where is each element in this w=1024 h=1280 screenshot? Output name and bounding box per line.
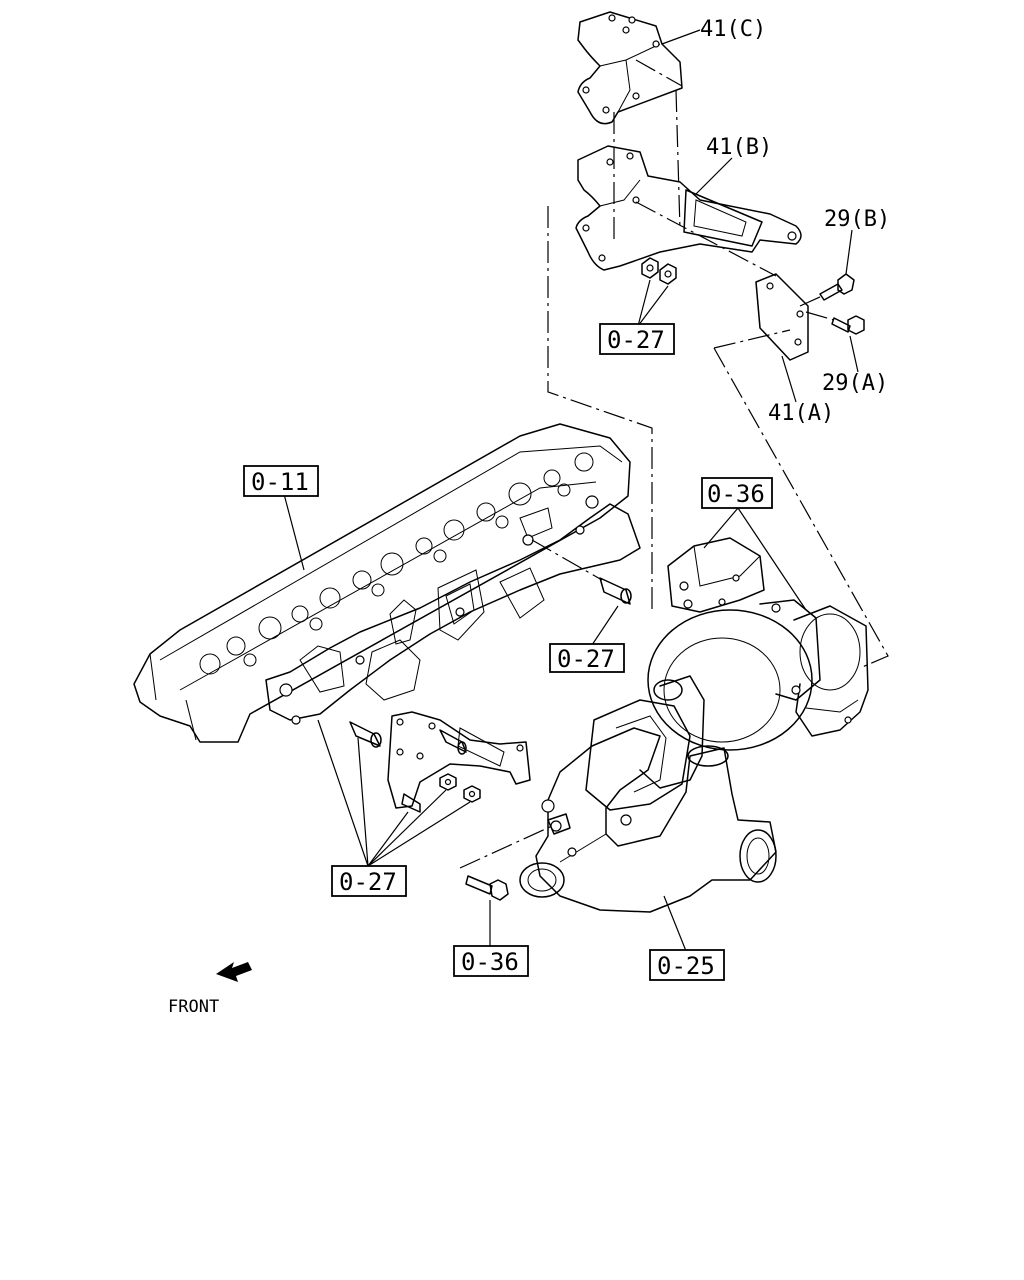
bracket-41b xyxy=(575,145,802,271)
bracket-41a xyxy=(755,273,809,361)
callout-29a: 29(A) xyxy=(822,371,888,396)
ref-box-0-25: 0-25 xyxy=(649,949,725,981)
ref-label: 0-27 xyxy=(557,645,615,673)
callout-41a: 41(A) xyxy=(768,401,834,426)
stud-pipe xyxy=(547,813,571,835)
nut-lower-1 xyxy=(439,773,457,791)
ref-box-0-11: 0-11 xyxy=(243,465,319,497)
stud-lower-1 xyxy=(349,721,382,748)
stud-lower-3 xyxy=(401,793,421,813)
callout-41c: 41(C) xyxy=(700,17,766,42)
front-label: FRONT xyxy=(168,997,219,1017)
bolt-29b xyxy=(819,273,855,301)
ref-box-0-36-lower: 0-36 xyxy=(453,945,529,977)
ref-label: 0-11 xyxy=(251,468,309,496)
ref-label: 0-27 xyxy=(339,868,397,896)
ref-box-0-27-upper: 0-27 xyxy=(599,323,675,355)
ref-box-0-27-lower: 0-27 xyxy=(331,865,407,897)
stud-lower-2 xyxy=(439,729,467,755)
ref-box-0-27-mid: 0-27 xyxy=(549,643,625,673)
ref-label: 0-36 xyxy=(461,948,519,976)
nut-lower-2 xyxy=(463,785,481,803)
bracket-41c xyxy=(577,11,683,125)
ref-label: 0-27 xyxy=(607,326,665,354)
ref-label: 0-36 xyxy=(707,480,765,508)
bolt-lower xyxy=(465,875,509,901)
exhaust-manifold xyxy=(265,495,641,725)
arrow-down-left-icon xyxy=(216,962,252,982)
callout-41b: 41(B) xyxy=(706,135,772,160)
nut-pair-upper xyxy=(641,257,677,285)
callout-29b: 29(B) xyxy=(824,207,890,232)
lower-bracket xyxy=(387,711,531,809)
ref-label: 0-25 xyxy=(657,952,715,980)
cylinder-head xyxy=(133,423,631,743)
stud-mid xyxy=(599,577,632,605)
bolt-29a xyxy=(831,315,865,335)
lower-pipe xyxy=(519,727,777,913)
turbocharger xyxy=(585,537,869,811)
ref-box-0-36-upper: 0-36 xyxy=(701,477,773,509)
